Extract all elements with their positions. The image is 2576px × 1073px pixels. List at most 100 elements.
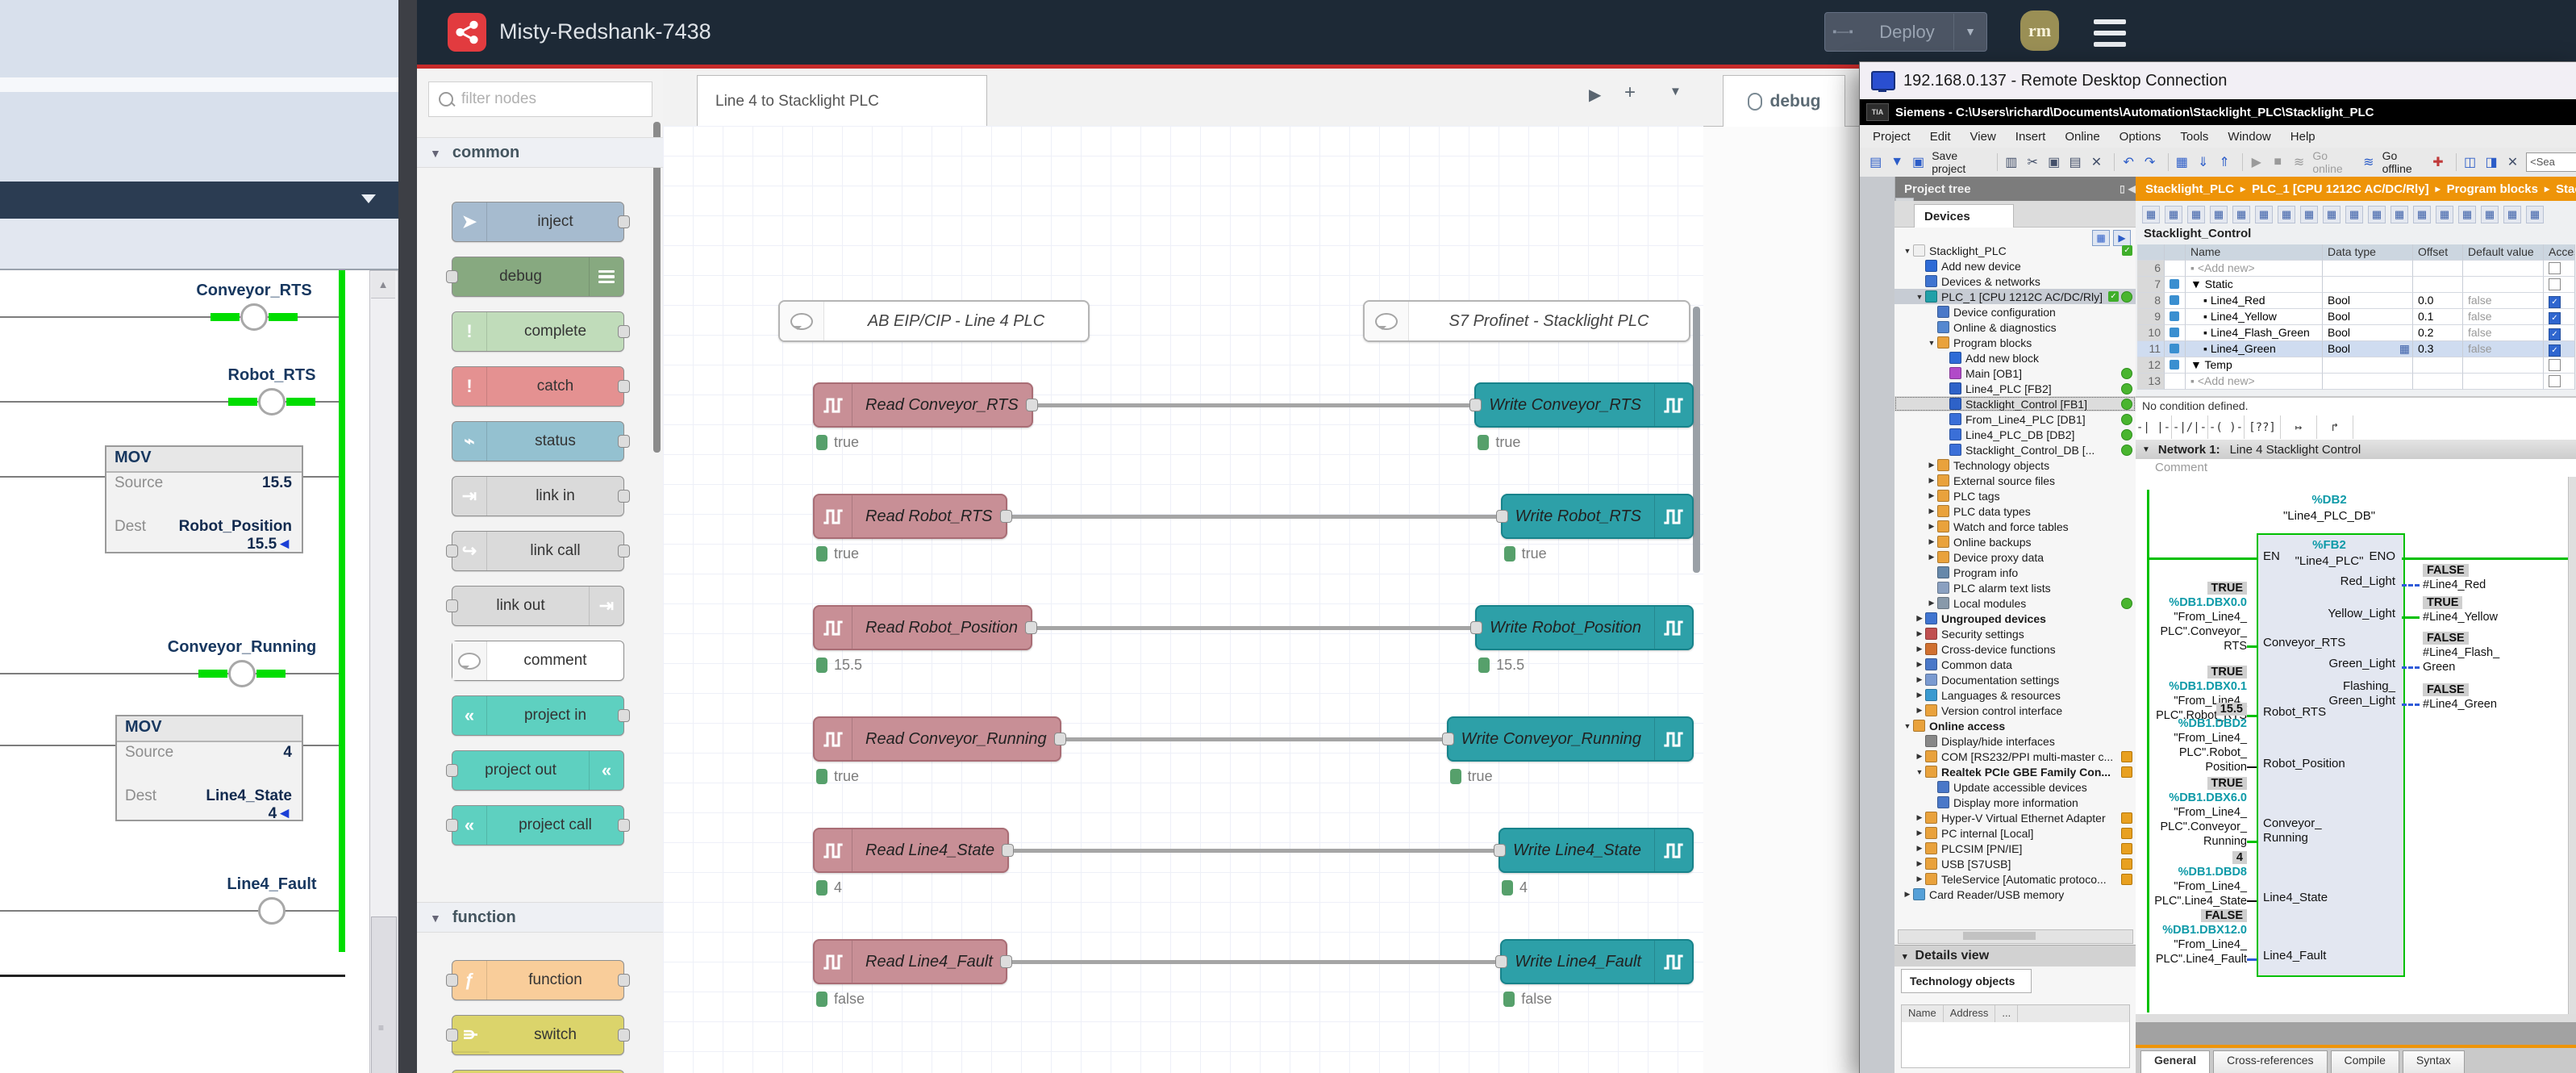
output-port[interactable] bbox=[1025, 621, 1037, 634]
diagnostics-icon[interactable]: ✚ bbox=[2430, 153, 2445, 171]
palette-node-function[interactable]: ƒfunction bbox=[452, 960, 624, 1000]
cell-default[interactable] bbox=[2463, 357, 2544, 374]
node-Read-Robot_Position[interactable]: Read Robot_Position15.5 bbox=[813, 605, 1032, 650]
cell-accessible[interactable] bbox=[2544, 357, 2575, 374]
tree-hscrollbar[interactable] bbox=[1898, 929, 2133, 944]
lad-button[interactable]: -( )- bbox=[2208, 415, 2245, 439]
menu-view[interactable]: View bbox=[1970, 130, 1996, 144]
input-operand[interactable]: TRUE%DB1.DBX6.0"From_Line4_PLC".Conveyor… bbox=[2160, 776, 2247, 849]
lad-button[interactable]: -|/|- bbox=[2172, 415, 2208, 439]
menu-tools[interactable]: Tools bbox=[2180, 130, 2208, 144]
window-split-v-icon[interactable]: ◨ bbox=[2483, 153, 2499, 171]
mov-instruction[interactable]: MOVSource4DestLine4_State4◄ bbox=[115, 715, 303, 821]
column-header-data-type[interactable]: Data type bbox=[2323, 244, 2413, 261]
cell-datatype[interactable]: Bool bbox=[2323, 325, 2413, 341]
cell-default[interactable]: false bbox=[2463, 293, 2544, 309]
palette-node-switch[interactable]: ⋔switch bbox=[452, 1015, 624, 1055]
expander-icon[interactable]: ▼ bbox=[1903, 247, 1912, 255]
input-port[interactable] bbox=[1496, 510, 1508, 523]
lad-button[interactable]: ↦ bbox=[2281, 415, 2317, 439]
tree-item-device-proxy-data[interactable]: ▶Device proxy data bbox=[1894, 549, 2136, 565]
ladder-scrollbar[interactable]: ▲ ≡ bbox=[369, 270, 398, 1073]
scroll-up-icon[interactable]: ▲ bbox=[371, 272, 395, 299]
palette-node-link-in[interactable]: ⇥link in bbox=[452, 476, 624, 516]
expander-icon[interactable]: ▶ bbox=[1903, 890, 1912, 899]
comment-node[interactable]: S7 Profinet - Stacklight PLC bbox=[1363, 300, 1690, 342]
tree-item-stacklight-control-fb1[interactable]: Stacklight_Control [FB1] bbox=[1894, 396, 2136, 411]
monitor-icon[interactable]: ▦ bbox=[2413, 206, 2431, 223]
breadcrumb-segment[interactable]: Stacklight_Co bbox=[2556, 182, 2576, 196]
new-project-icon[interactable]: ▤ bbox=[1868, 153, 1883, 171]
expander-icon[interactable]: ▶ bbox=[1915, 691, 1924, 699]
open-project-icon[interactable]: ▼ bbox=[1889, 153, 1904, 171]
expander-icon[interactable]: ▶ bbox=[1915, 829, 1924, 837]
output-port[interactable] bbox=[1000, 510, 1012, 523]
input-port[interactable] bbox=[1470, 621, 1482, 634]
column-header-blank[interactable] bbox=[2165, 244, 2186, 261]
deploy-dropdown[interactable]: ▼ bbox=[1953, 14, 1986, 50]
lad-button[interactable]: ↱ bbox=[2317, 415, 2353, 439]
palette-node-project-in[interactable]: «project in bbox=[452, 695, 624, 736]
expander-icon[interactable]: ▶ bbox=[1915, 706, 1924, 715]
tree-item-line4-plc-fb2[interactable]: Line4_PLC [FB2] bbox=[1894, 381, 2136, 396]
keep-actual-icon[interactable]: ▦ bbox=[2232, 206, 2250, 223]
palette-node-status[interactable]: ⌁status bbox=[452, 421, 624, 461]
cell-default[interactable] bbox=[2463, 374, 2544, 390]
input-port[interactable] bbox=[1495, 955, 1507, 968]
start-monitor-icon[interactable]: ▦ bbox=[2503, 206, 2521, 223]
expander-icon[interactable]: ▶ bbox=[1927, 507, 1936, 516]
palette-category-common[interactable]: ▼common bbox=[417, 137, 664, 168]
expander-icon[interactable]: ▼ bbox=[1903, 722, 1912, 730]
cell-name[interactable]: ▪ Line4_Red bbox=[2186, 293, 2323, 309]
tab-flow[interactable]: Line 4 to Stacklight PLC bbox=[697, 75, 987, 127]
palette-node-project-out[interactable]: «project out bbox=[452, 750, 624, 791]
tab-debug[interactable]: debug bbox=[1723, 75, 1845, 127]
cell-default[interactable]: false bbox=[2463, 309, 2544, 325]
menu-window[interactable]: Window bbox=[2228, 130, 2270, 144]
tree-item-online-backups[interactable]: ▶Online backups bbox=[1894, 534, 2136, 549]
palette-node-complete[interactable]: !complete bbox=[452, 311, 624, 352]
mov-instruction[interactable]: MOVSource15.5DestRobot_Position15.5◄ bbox=[105, 445, 303, 553]
node-Write-Conveyor_Running[interactable]: Write Conveyor_Runningtrue bbox=[1447, 716, 1694, 762]
cell-name[interactable]: ▪ Line4_Flash_Green bbox=[2186, 325, 2323, 341]
fb-call-box[interactable] bbox=[2257, 533, 2405, 977]
scrollbar-thumb[interactable] bbox=[1963, 932, 2036, 940]
tree-item-display-hide-interfaces[interactable]: Display/hide interfaces bbox=[1894, 733, 2136, 749]
tree-item-plc-data-types[interactable]: ▶PLC data types bbox=[1894, 503, 2136, 519]
tree-item-version-control-interface[interactable]: ▶Version control interface bbox=[1894, 703, 2136, 718]
redo-icon[interactable]: ↷ bbox=[2142, 153, 2157, 171]
comment-node[interactable]: AB EIP/CIP - Line 4 PLC bbox=[778, 300, 1090, 342]
network-header[interactable]: ▼ Network 1: Line 4 Stacklight Control bbox=[2136, 440, 2576, 460]
tree-item-from-line4-plc-db1[interactable]: From_Line4_PLC [DB1] bbox=[1894, 411, 2136, 427]
scrollbar-thumb[interactable]: ≡ bbox=[371, 916, 397, 1073]
add-flow-icon[interactable]: + bbox=[1624, 81, 1636, 104]
tree-item-line4-plc-db-db2[interactable]: Line4_PLC_DB [DB2] bbox=[1894, 427, 2136, 442]
go-online-icon-icon[interactable]: ≋ bbox=[2291, 153, 2307, 171]
save-project-label[interactable]: Save project bbox=[1932, 149, 1987, 175]
declare-output-icon[interactable]: ▦ bbox=[2210, 206, 2228, 223]
tree-item-cross-device-functions[interactable]: ▶Cross-device functions bbox=[1894, 641, 2136, 657]
output-operand[interactable]: FALSE#Line4_Flash_Green bbox=[2423, 631, 2499, 674]
output-coil[interactable] bbox=[228, 660, 256, 687]
palette-node-link-out[interactable]: ⇥link out bbox=[452, 586, 624, 626]
download-icon[interactable]: ▦ bbox=[2368, 206, 2386, 223]
cell-name[interactable]: ▪ <Add new> bbox=[2186, 374, 2323, 390]
output-port[interactable] bbox=[1026, 399, 1038, 411]
lad-network-canvas[interactable]: %DB2"Line4_PLC_DB"%FB2"Line4_PLC"ENENOCo… bbox=[2136, 477, 2576, 1014]
expander-icon[interactable]: ▶ bbox=[1927, 599, 1936, 607]
output-port[interactable] bbox=[1002, 844, 1014, 857]
cell-default[interactable] bbox=[2463, 277, 2544, 293]
tree-item-program-info[interactable]: Program info bbox=[1894, 565, 2136, 580]
tree-item-languages-resources[interactable]: ▶Languages & resources bbox=[1894, 687, 2136, 703]
node-Write-Robot_RTS[interactable]: Write Robot_RTStrue bbox=[1501, 494, 1694, 539]
output-coil[interactable] bbox=[258, 897, 286, 925]
expander-icon[interactable]: ▶ bbox=[1915, 752, 1924, 761]
column-header-offset[interactable]: Offset bbox=[2413, 244, 2463, 261]
tree-item-devices-networks[interactable]: Devices & networks bbox=[1894, 273, 2136, 289]
inspector-tab-syntax[interactable]: Syntax bbox=[2403, 1050, 2465, 1073]
cell-name[interactable]: ▼ Temp bbox=[2186, 357, 2323, 374]
palette-node-link-call[interactable]: ↪link call bbox=[452, 531, 624, 571]
cell-datatype[interactable] bbox=[2323, 277, 2413, 293]
menu-edit[interactable]: Edit bbox=[1930, 130, 1951, 144]
tree-item-add-new-device[interactable]: Add new device bbox=[1894, 258, 2136, 273]
